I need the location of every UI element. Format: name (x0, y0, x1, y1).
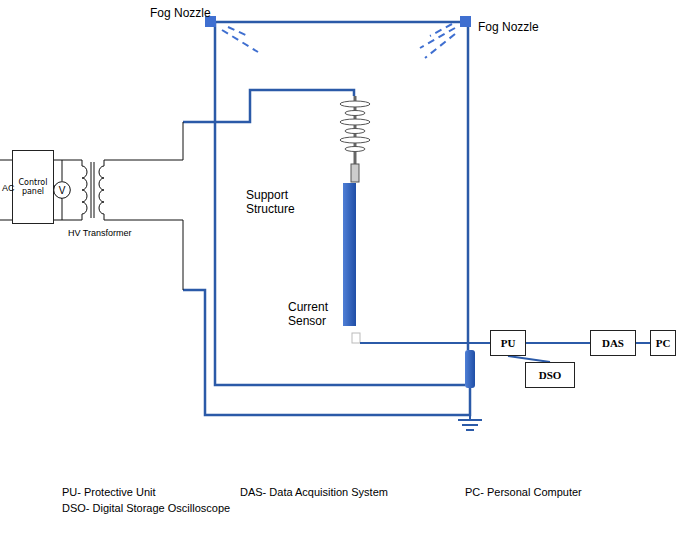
meter-lead (62, 160, 63, 181)
part-label: HV Transformer (68, 228, 132, 239)
unit-label: DAS (602, 337, 624, 349)
fog-spray (222, 24, 455, 58)
connector-line (526, 343, 590, 344)
signal-wire (360, 342, 490, 344)
ground-lead (469, 388, 471, 420)
meter-symbol: V (59, 185, 66, 196)
unit-box: PC (650, 330, 676, 356)
unit-label: PC (656, 337, 671, 349)
fog-chamber (212, 22, 468, 385)
nozzle-label: Fog Nozzle (150, 6, 211, 20)
ground-symbol (458, 388, 482, 430)
ac-line (0, 220, 12, 221)
connector-line (526, 342, 590, 344)
ground-lead (183, 290, 470, 415)
part-label: Support Structure (246, 188, 326, 217)
shed (345, 129, 365, 134)
shed (340, 119, 370, 125)
nozzle-label: Fog Nozzle (478, 20, 539, 34)
shed (345, 111, 365, 116)
unit-label: PU (501, 337, 516, 349)
circle-outline (54, 182, 71, 199)
unit-box: PU (490, 330, 526, 356)
connector-line (636, 343, 650, 344)
ground-bar (466, 429, 474, 431)
meter-lead (62, 199, 63, 220)
spray-dash (430, 24, 452, 36)
spray-dash (228, 27, 248, 36)
panel-label: Control panel (13, 178, 53, 196)
spray-dash (425, 34, 455, 58)
hv-wire (183, 90, 470, 415)
control-panel-box: Control panel (12, 150, 54, 224)
abbreviation-note: PC- Personal Computer (465, 486, 582, 499)
primary-coil (82, 160, 87, 220)
end-fitting (351, 164, 359, 182)
shed (340, 101, 370, 107)
insulator-sheds (340, 101, 370, 152)
hv-lead (183, 90, 354, 122)
abbreviation-note: DAS- Data Acquisition System (240, 486, 388, 499)
secondary-coil (99, 160, 104, 220)
shed (340, 137, 370, 143)
insulator (340, 96, 370, 182)
ground-bar (458, 419, 482, 421)
support-structure (343, 183, 356, 326)
chamber-wall (212, 22, 468, 350)
part-label: Current Sensor (288, 300, 340, 329)
shed (345, 147, 365, 152)
ground-post (465, 350, 475, 388)
source-circuit (0, 122, 183, 290)
current-sensor (352, 333, 360, 343)
unit-box: DAS (590, 330, 636, 356)
connector-line (636, 342, 650, 344)
source-label: AC (2, 183, 15, 194)
output-lead (104, 122, 183, 160)
ground-bar (462, 424, 478, 426)
unit-label: DSO (539, 369, 562, 381)
unit-box: DSO (525, 362, 575, 388)
abbreviation-note: DSO- Digital Storage Oscilloscope (62, 502, 230, 515)
chamber-wall (215, 22, 465, 385)
voltmeter-circle: V (53, 181, 71, 199)
transformer-core (91, 162, 92, 218)
ac-line (0, 160, 12, 161)
abbreviation-note: PU- Protective Unit (62, 486, 156, 499)
transformer-core (94, 162, 95, 218)
fog-nozzle (460, 16, 471, 27)
